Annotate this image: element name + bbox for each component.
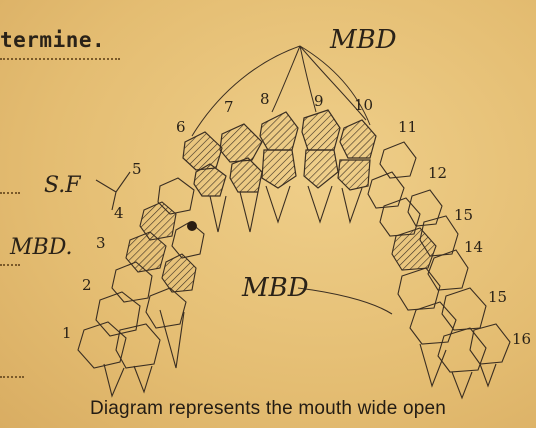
- mbd-center-label: MBD: [241, 273, 309, 303]
- tooth-number-7: 7: [224, 98, 234, 116]
- tooth-number-12: 12: [428, 164, 447, 182]
- tooth-number-4: 4: [114, 204, 124, 222]
- mbd-center-pointer: [298, 288, 392, 314]
- tooth-number-6: 6: [176, 118, 186, 136]
- tooth-number-16: 16: [512, 330, 531, 348]
- mbd-top-label: MBD: [329, 25, 397, 55]
- tooth-number-1: 1: [62, 324, 72, 342]
- tooth-number-14: 14: [464, 238, 483, 256]
- tooth-number-2: 2: [82, 276, 92, 294]
- tooth-number-15-lower: 15: [488, 288, 507, 306]
- tooth-number-5: 5: [132, 160, 142, 178]
- tooth-roots: [210, 186, 362, 232]
- tooth-number-15-upper: 15: [454, 206, 473, 224]
- sf-pointer: [96, 172, 130, 210]
- tooth-number-3: 3: [96, 234, 106, 252]
- tooth-number-8: 8: [260, 90, 270, 108]
- sf-label: S.F: [44, 173, 81, 198]
- tooth-number-9: 9: [314, 92, 324, 110]
- diagram-caption: Diagram represents the mouth wide open: [0, 398, 536, 420]
- tooth-number-10: 10: [354, 96, 373, 114]
- mbd-left-label: MBD.: [9, 235, 73, 260]
- tooth-number-11: 11: [398, 118, 417, 136]
- mark-dot: [187, 221, 197, 231]
- upper-teeth: [183, 110, 376, 196]
- left-arch-teeth: [78, 178, 204, 396]
